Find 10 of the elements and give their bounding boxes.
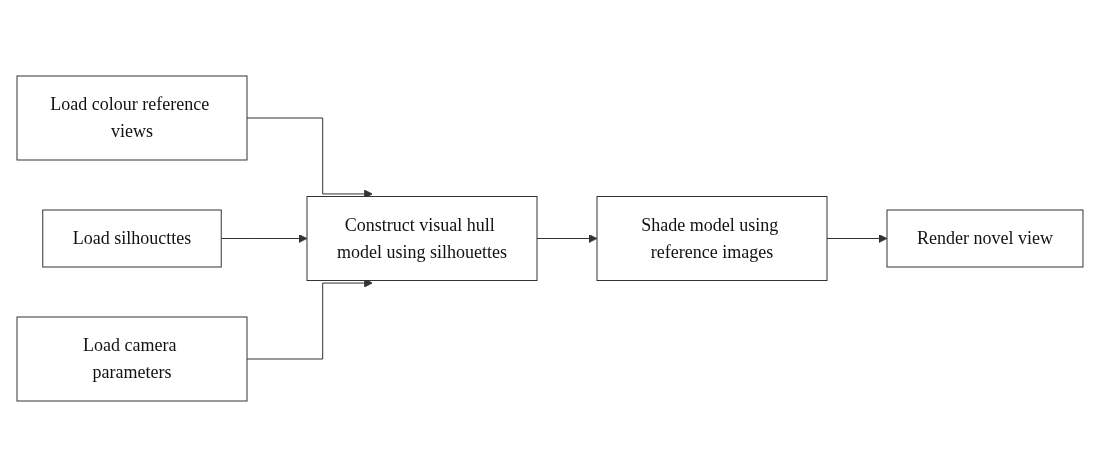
arrow: [536, 233, 597, 243]
node-box: Construct visual hull model using silhouettes: [306, 195, 537, 281]
arrow: [246, 117, 373, 198]
node-box: Shade model using reference images: [596, 195, 827, 281]
node-box: Render novel view: [886, 209, 1083, 267]
node-box: Load silhoucttes: [41, 209, 222, 267]
arrow: [826, 233, 887, 243]
arrow: [220, 233, 307, 243]
node-box: Load colour reference views: [16, 75, 247, 160]
node-box: Load camera parameters: [16, 316, 247, 401]
